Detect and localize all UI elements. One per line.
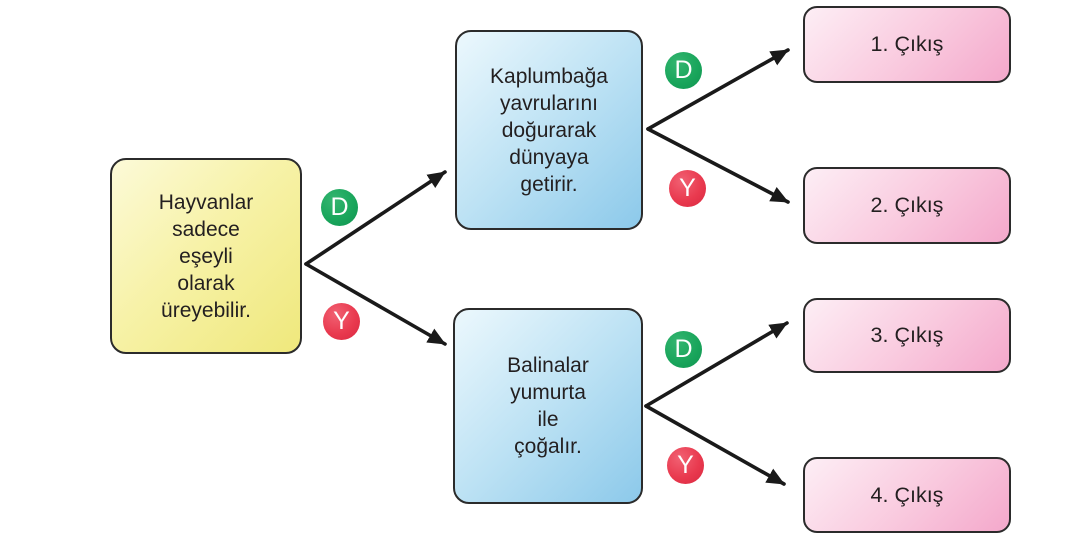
arrow-whale-false <box>644 404 786 486</box>
true-badge-root: D <box>321 189 358 226</box>
exit-box-2: 2. Çıkış <box>803 167 1011 244</box>
exit-label-1: 1. Çıkış <box>870 32 944 56</box>
false-badge-whale: Y <box>667 447 704 484</box>
statement-text-root: Hayvanlar sadece eşeyli olarak üreyebili… <box>158 190 254 322</box>
true-badge-turtle: D <box>665 52 702 89</box>
exit-box-4: 4. Çıkış <box>803 457 1011 533</box>
exit-box-1: 1. Çıkış <box>803 6 1011 83</box>
statement-text-turtle: Kaplumbağa yavrularını doğurarak dünyaya… <box>490 64 608 196</box>
statement-box-turtle: Kaplumbağa yavrularını doğurarak dünyaya… <box>455 30 643 230</box>
false-badge-turtle: Y <box>669 170 706 207</box>
false-badge-root: Y <box>323 303 360 340</box>
arrow-whale-true <box>644 321 789 408</box>
true-badge-whale: D <box>665 331 702 368</box>
statement-box-root: Hayvanlar sadece eşeyli olarak üreyebili… <box>110 158 302 354</box>
statement-text-whale: Balinalar yumurta ile çoğalır. <box>507 354 589 458</box>
exit-label-2: 2. Çıkış <box>870 193 944 217</box>
statement-box-whale: Balinalar yumurta ile çoğalır. <box>453 308 643 504</box>
exit-label-3: 3. Çıkış <box>870 323 944 347</box>
exit-box-3: 3. Çıkış <box>803 298 1011 373</box>
exit-label-4: 4. Çıkış <box>870 482 944 507</box>
